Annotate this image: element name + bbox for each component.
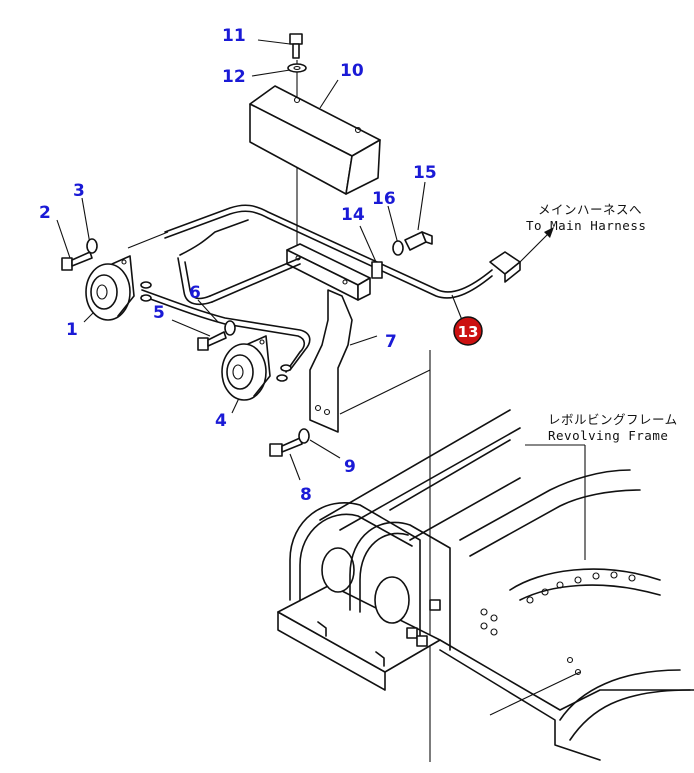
note-main-harness-jp: メインハーネスへ [538,202,642,217]
callout-9: 9 [344,457,356,477]
bolt-part-5 [197,331,227,351]
callout-1: 1 [66,320,78,340]
horn-part-1 [85,255,135,321]
callout-10: 10 [340,61,364,81]
note-frame-en: Revolving Frame [548,428,668,443]
callout-13: 13 [458,323,479,341]
wiring-harness-part-13 [127,204,554,373]
washer-part-12 [287,63,307,73]
bolt-part-2 [61,251,93,271]
bolt-part-15 [404,231,433,251]
note-main-harness-en: To Main Harness [526,218,646,233]
callout-2: 2 [39,203,51,223]
callout-14: 14 [341,205,365,225]
callout-6: 6 [189,283,201,303]
callout-labels: 11 12 10 3 2 15 16 14 6 5 1 7 4 9 8 13 [39,26,483,505]
washer-part-9 [298,428,310,444]
note-frame-jp: レボルビングフレーム [548,412,678,427]
callout-11: 11 [222,26,246,46]
callout-3: 3 [73,181,85,201]
washer-part-3 [86,238,98,254]
callout-15: 15 [413,163,437,183]
callout-5: 5 [153,303,165,323]
callout-7: 7 [385,332,397,352]
callout-8: 8 [300,485,312,505]
washer-part-16 [392,240,404,256]
horn-part-4 [221,335,292,401]
bolt-part-11 [289,33,303,59]
highlight-badge-13 [453,316,483,346]
callout-16: 16 [372,189,396,209]
callout-4: 4 [215,411,227,431]
revolving-frame [277,409,694,761]
cover-part-10 [249,85,381,195]
annotation-notes: メインハーネスへ To Main Harness レボルビングフレーム Revo… [526,202,678,443]
bolt-part-8 [269,437,303,457]
callout-12: 12 [222,67,246,87]
bracket-part-7 [286,243,371,433]
washer-part-6 [224,320,236,336]
clamp-part-14 [371,261,383,279]
horn-terminals [140,281,152,302]
